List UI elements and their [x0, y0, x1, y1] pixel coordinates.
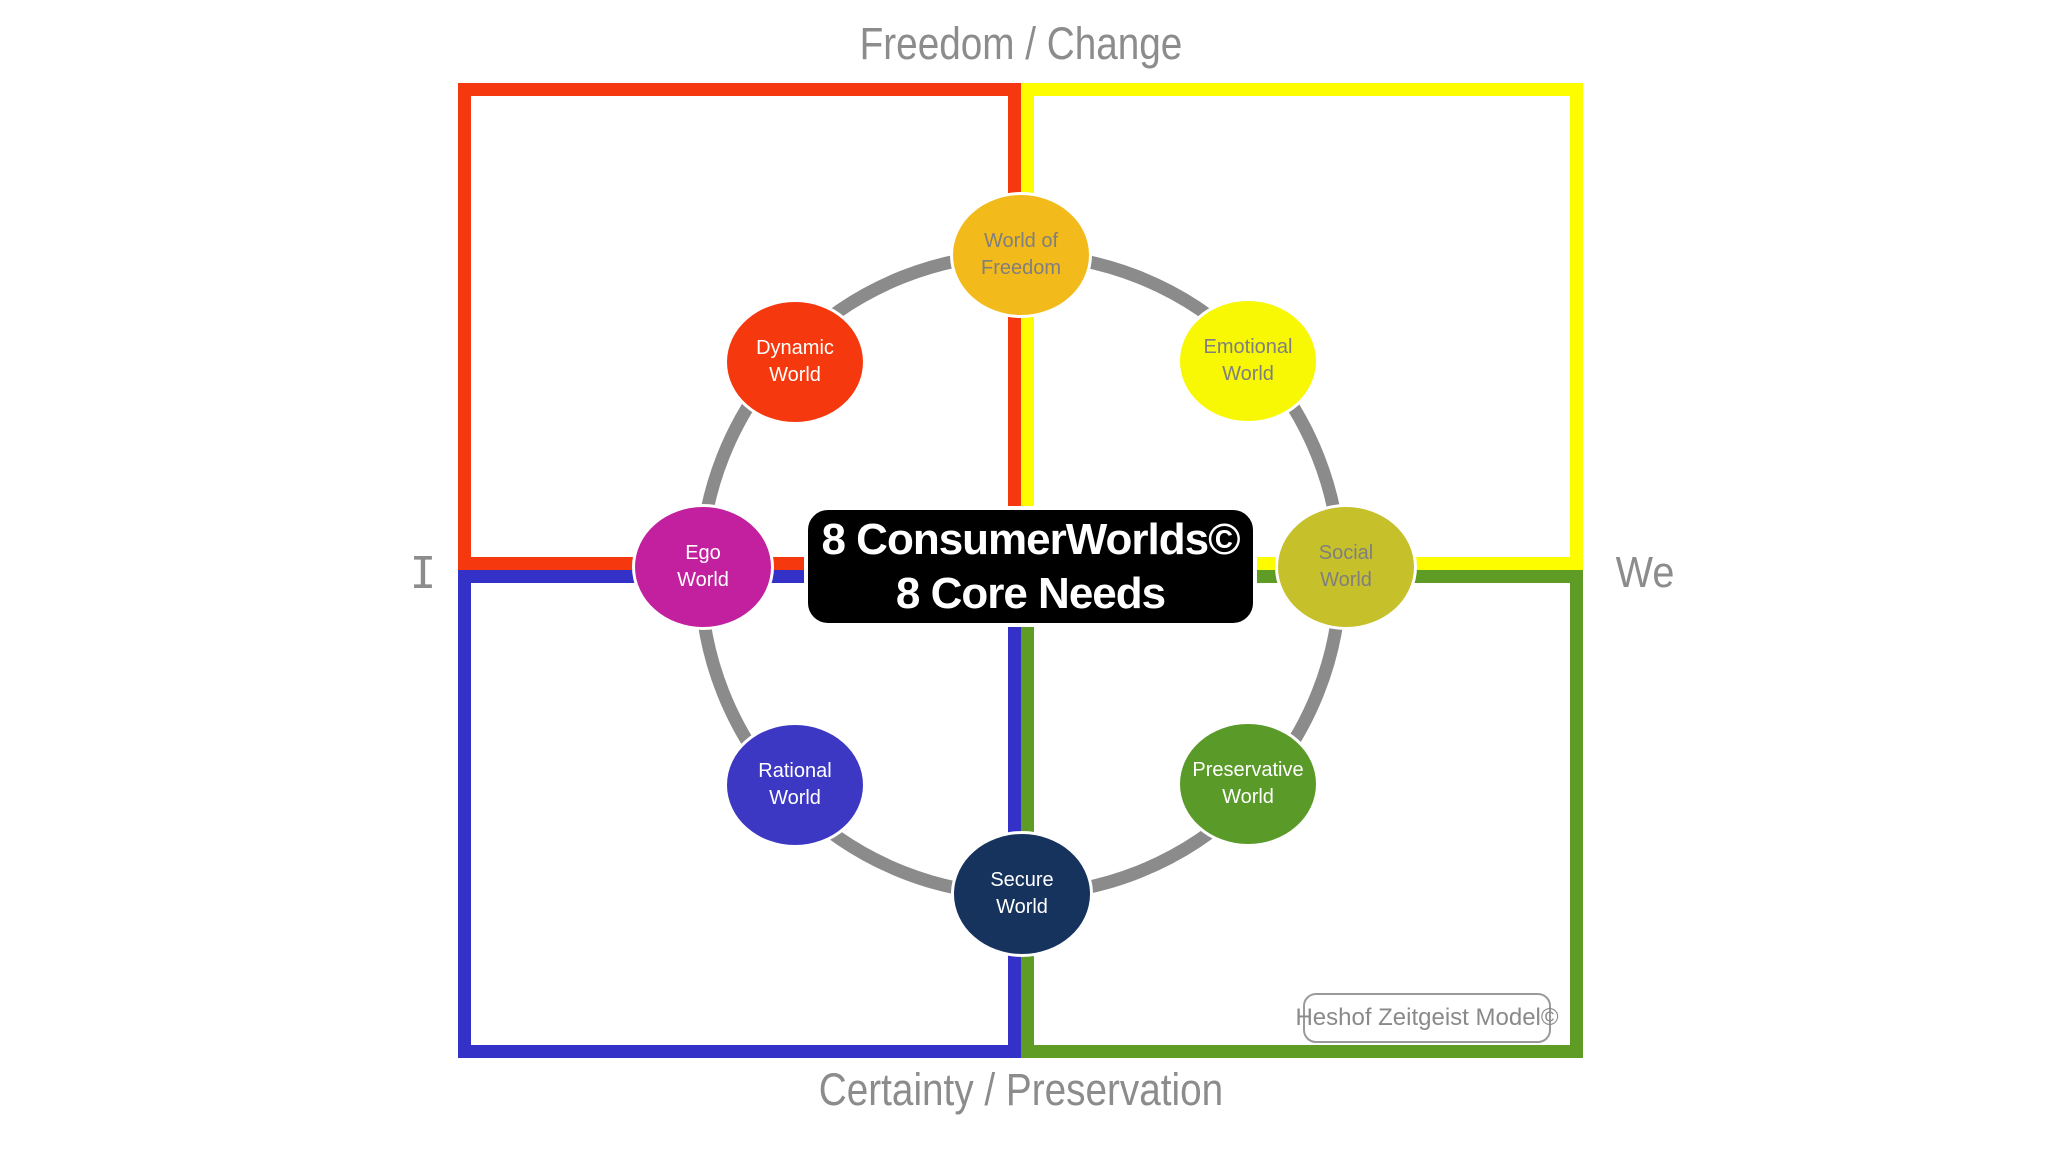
axis-top-label: Freedom / Change	[859, 18, 1183, 69]
world-label-line2: World	[1222, 786, 1274, 808]
world-label-line1: Dynamic	[756, 337, 834, 359]
axis-bottom-label: Certainty / Preservation	[818, 1064, 1224, 1115]
world-label-line2: World	[1222, 363, 1274, 385]
watermark-badge: Heshof Zeitgeist Model©	[1295, 993, 1559, 1043]
world-label-line2: World	[769, 364, 821, 386]
axis-left-label: I	[409, 548, 437, 599]
world-label-line2: Freedom	[980, 257, 1062, 279]
world-label-line1: Social	[1318, 542, 1374, 564]
axis-right-label: We	[1615, 548, 1675, 597]
world-label-line2: World	[1320, 569, 1372, 591]
world-label-line1: Rational	[758, 760, 832, 782]
world-label-line1: Ego	[685, 542, 721, 564]
world-label-line2: World	[769, 787, 821, 809]
center-box-line1: 8 ConsumerWorlds©	[821, 514, 1240, 564]
world-label-line1: Secure	[990, 869, 1054, 891]
world-label-line1: Emotional	[1203, 336, 1293, 358]
center-box: 8 ConsumerWorlds© 8 Core Needs	[804, 506, 1257, 627]
watermark-label: Heshof Zeitgeist Model©	[1295, 1004, 1559, 1031]
world-node-world-of-freedom: World of Freedom	[950, 192, 1092, 318]
world-label-line2: World	[996, 896, 1048, 918]
center-box-line2: 8 Core Needs	[895, 568, 1166, 618]
world-label-line1: Preservative	[1192, 759, 1304, 781]
world-label-line2: World	[677, 569, 729, 591]
world-label-line1: World of	[983, 230, 1059, 252]
